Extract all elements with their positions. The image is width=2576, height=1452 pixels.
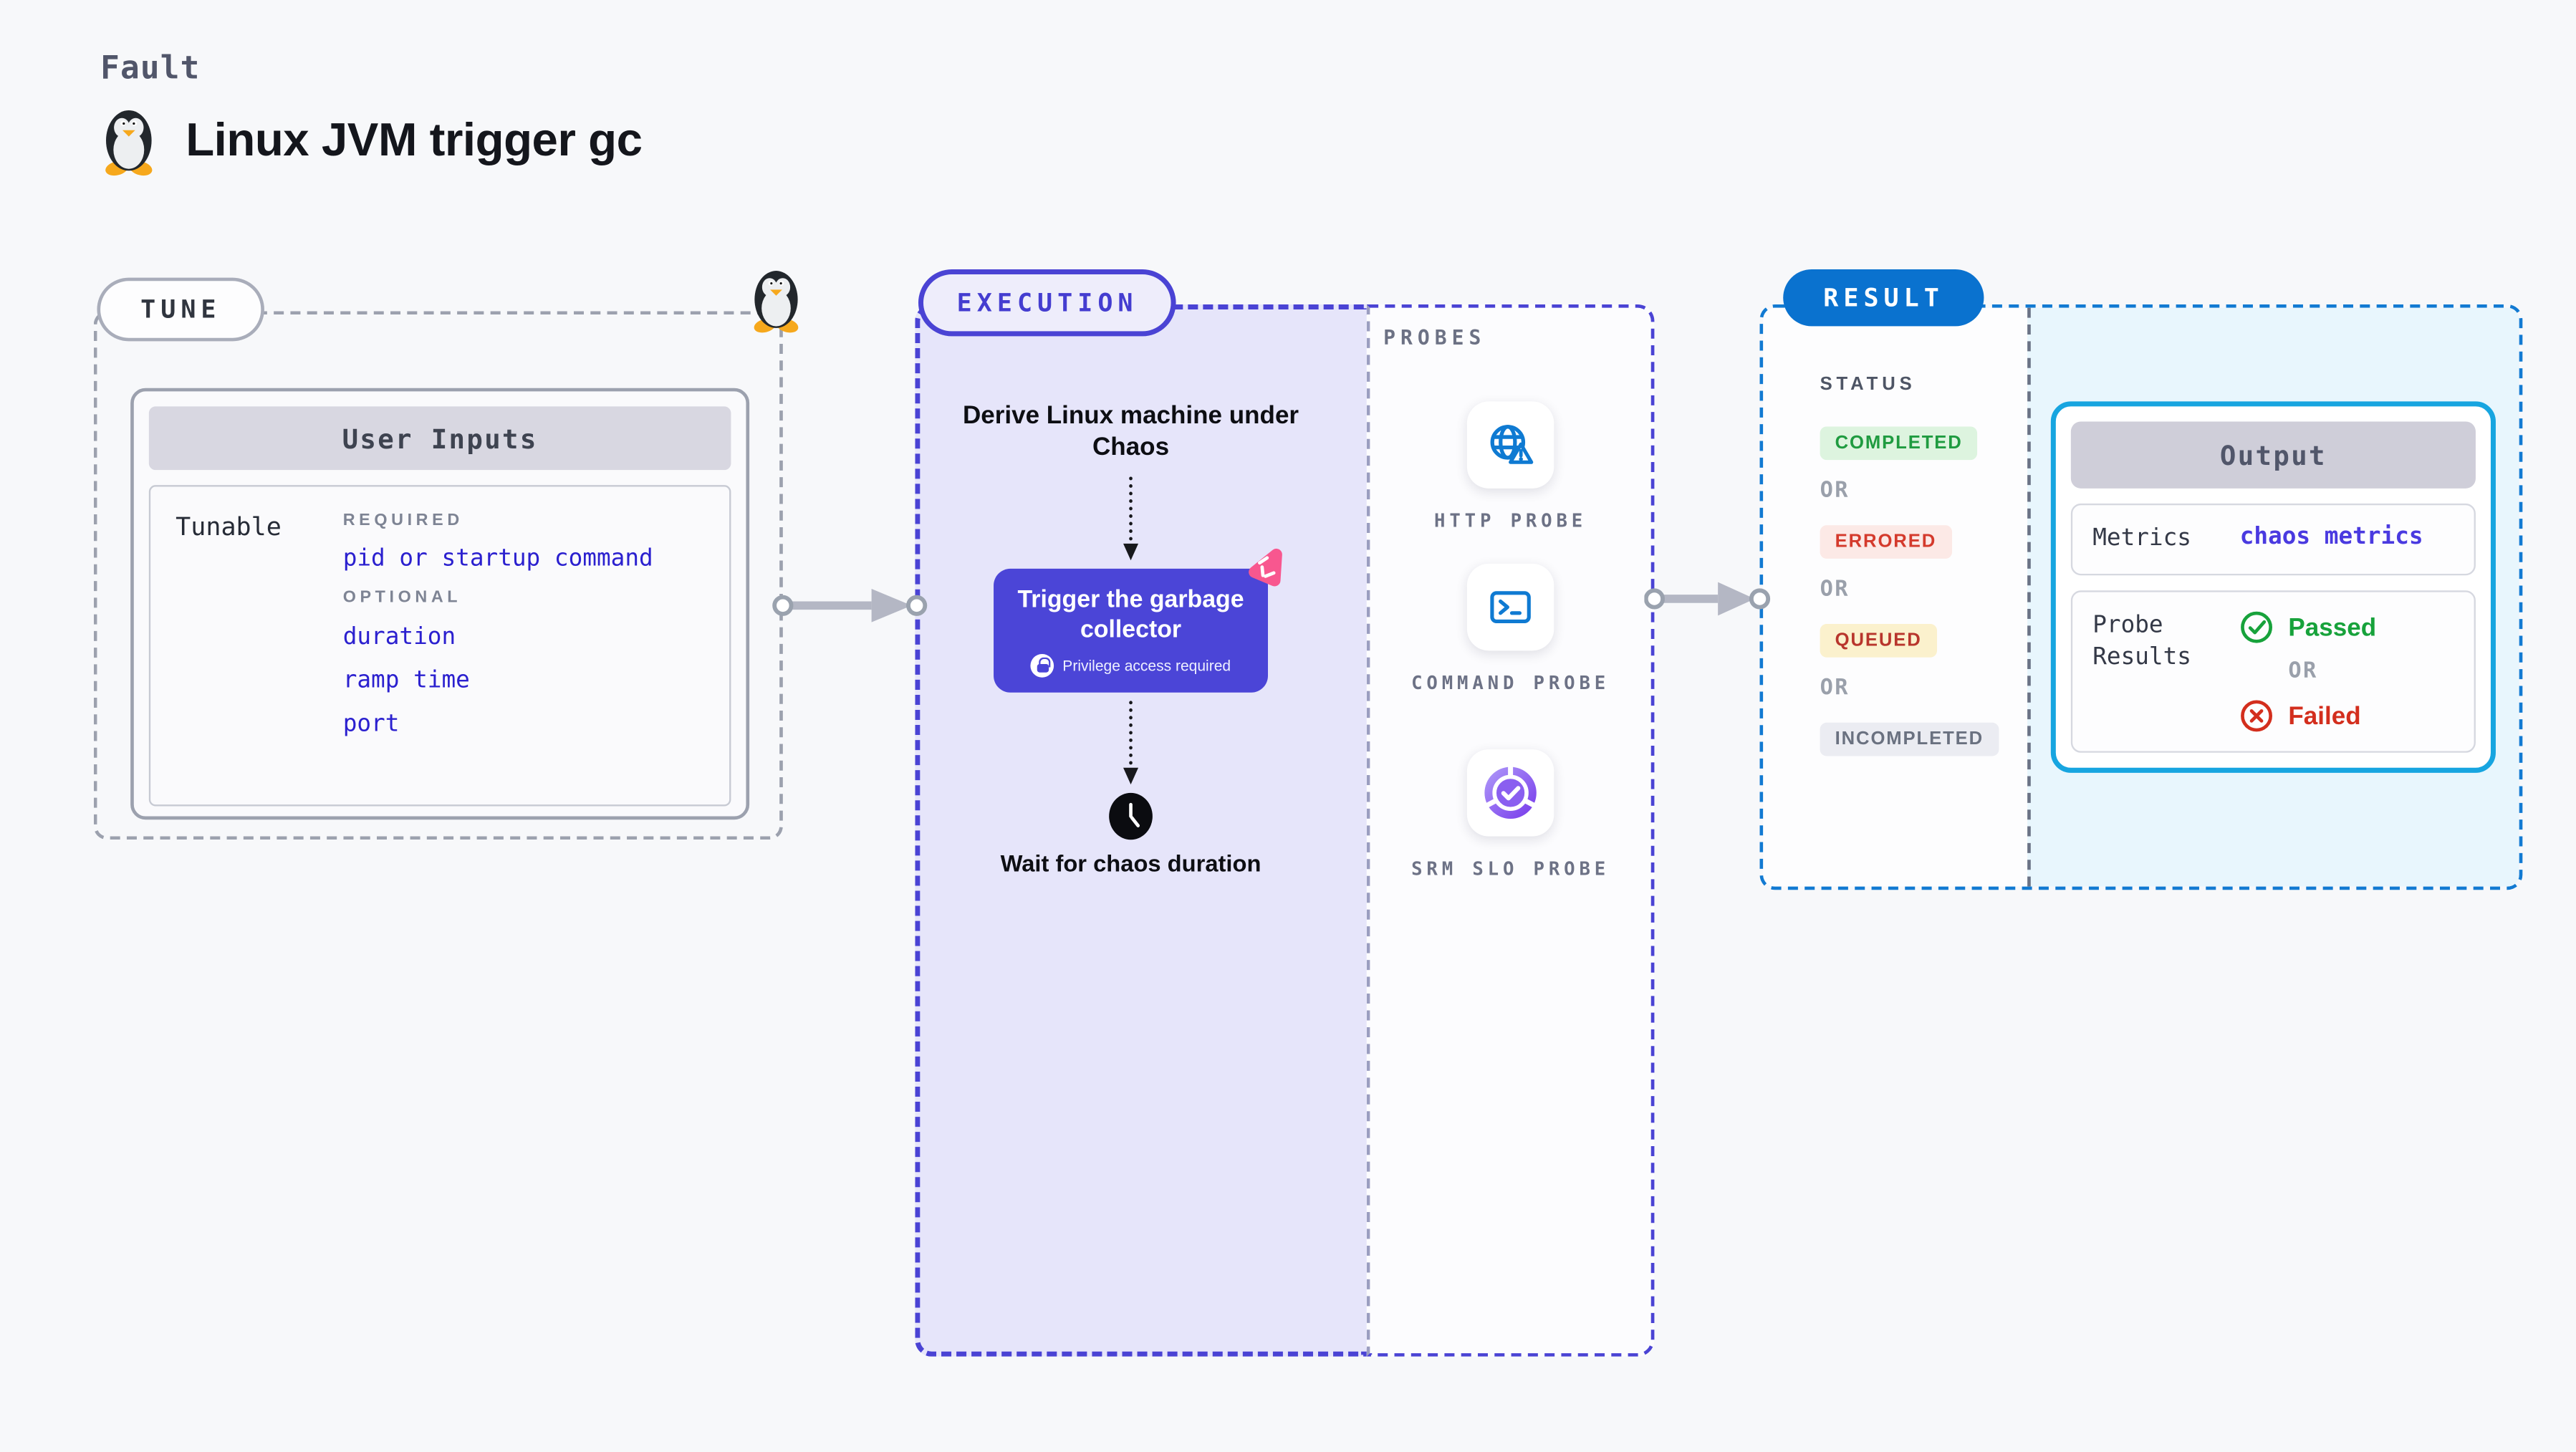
output-title: Output: [2070, 421, 2476, 489]
probe-results-row: Probe Results Passed OR: [2070, 590, 2476, 753]
dotted-arrow-down-icon: [1123, 701, 1139, 785]
or-separator: OR: [2288, 659, 2318, 685]
command-probe-card: [1466, 563, 1554, 651]
probe-label: HTTP PROBE: [1434, 510, 1587, 532]
probe-srm-slo: SRM SLO PROBE: [1410, 749, 1610, 881]
tux-penguin-icon: [754, 271, 799, 333]
slo-donut-check-icon: [1484, 764, 1537, 819]
tune-badge: TUNE: [97, 277, 265, 342]
srm-slo-probe-card: [1466, 749, 1554, 837]
terminal-icon: [1490, 591, 1531, 624]
lock-icon: [1030, 653, 1054, 677]
metrics-row: Metrics chaos metrics: [2070, 503, 2476, 576]
user-inputs-table: Tunable REQUIRED pid or startup command …: [148, 485, 731, 807]
status-label: STATUS: [1820, 375, 1916, 395]
tune-section: [93, 311, 783, 840]
privilege-note: Privilege access required: [1062, 656, 1231, 673]
metrics-label: Metrics: [2092, 525, 2192, 552]
probe-command: COMMAND PROBE: [1410, 563, 1610, 696]
arrow-tune-to-execution: [772, 588, 928, 622]
user-inputs-title: User Inputs: [148, 406, 731, 471]
tunable-row-label: Tunable: [176, 511, 282, 542]
action-title: Trigger the garbage collector: [1017, 586, 1244, 643]
clock-icon: [1109, 792, 1153, 840]
user-inputs-card: User Inputs Tunable REQUIRED pid or star…: [130, 388, 750, 820]
probe-label: COMMAND PROBE: [1411, 672, 1610, 695]
execution-badge: EXECUTION: [918, 269, 1177, 337]
dotted-arrow-down-icon: [1123, 476, 1139, 561]
optional-group-label: OPTIONAL: [342, 588, 462, 607]
or-separator: OR: [1820, 478, 1850, 504]
metrics-value-link[interactable]: chaos metrics: [2239, 523, 2423, 551]
output-panel: Output Metrics chaos metrics Probe Resul…: [2027, 307, 2519, 887]
tux-penguin-icon: [105, 110, 153, 176]
status-badge-errored: ERRORED: [1820, 525, 1952, 559]
chaos-experiment-icon: [1249, 548, 1282, 587]
page-title-row: Linux JVM trigger gc: [97, 104, 643, 178]
arrow-execution-to-result: [1644, 582, 1771, 616]
status-column: STATUS COMPLETED OR ERRORED OR QUEUED OR…: [1763, 307, 2028, 887]
step-derive-machine: Derive Linux machine under Chaos: [962, 401, 1299, 462]
check-circle-icon: [2241, 611, 2272, 643]
status-badge-incompleted: INCOMPLETED: [1820, 722, 1999, 756]
tunable-link-duration[interactable]: duration: [342, 623, 456, 651]
required-group-label: REQUIRED: [342, 511, 463, 531]
failed-label: Failed: [2288, 701, 2361, 731]
passed-label: Passed: [2288, 612, 2377, 642]
result-section: STATUS COMPLETED OR ERRORED OR QUEUED OR…: [1759, 304, 2523, 890]
step-wait-duration: Wait for chaos duration: [1000, 850, 1261, 877]
or-separator: OR: [1820, 675, 1850, 701]
result-badge: RESULT: [1783, 269, 1984, 327]
tunable-link-ramp-time[interactable]: ramp time: [342, 667, 470, 695]
x-circle-icon: [2241, 700, 2272, 732]
output-card: Output Metrics chaos metrics Probe Resul…: [2050, 401, 2496, 773]
fault-kicker: Fault: [100, 50, 201, 87]
page-title: Linux JVM trigger gc: [186, 113, 643, 166]
tunable-link-pid[interactable]: pid or startup command: [342, 545, 653, 572]
status-badge-completed: COMPLETED: [1820, 426, 1978, 461]
probes-label: PROBES: [1383, 326, 1486, 350]
probe-results-label: Probe Results: [2092, 612, 2192, 671]
tunable-link-port[interactable]: port: [342, 711, 400, 738]
or-separator: OR: [1820, 577, 1850, 602]
http-probe-card: [1466, 401, 1554, 489]
trigger-gc-action-card: Trigger the garbage collector Privilege …: [994, 548, 1282, 693]
status-badge-queued: QUEUED: [1820, 623, 1937, 658]
probe-http: HTTP PROBE: [1410, 401, 1610, 533]
globe-alert-icon: [1490, 425, 1534, 464]
probe-label: SRM SLO PROBE: [1411, 857, 1610, 880]
